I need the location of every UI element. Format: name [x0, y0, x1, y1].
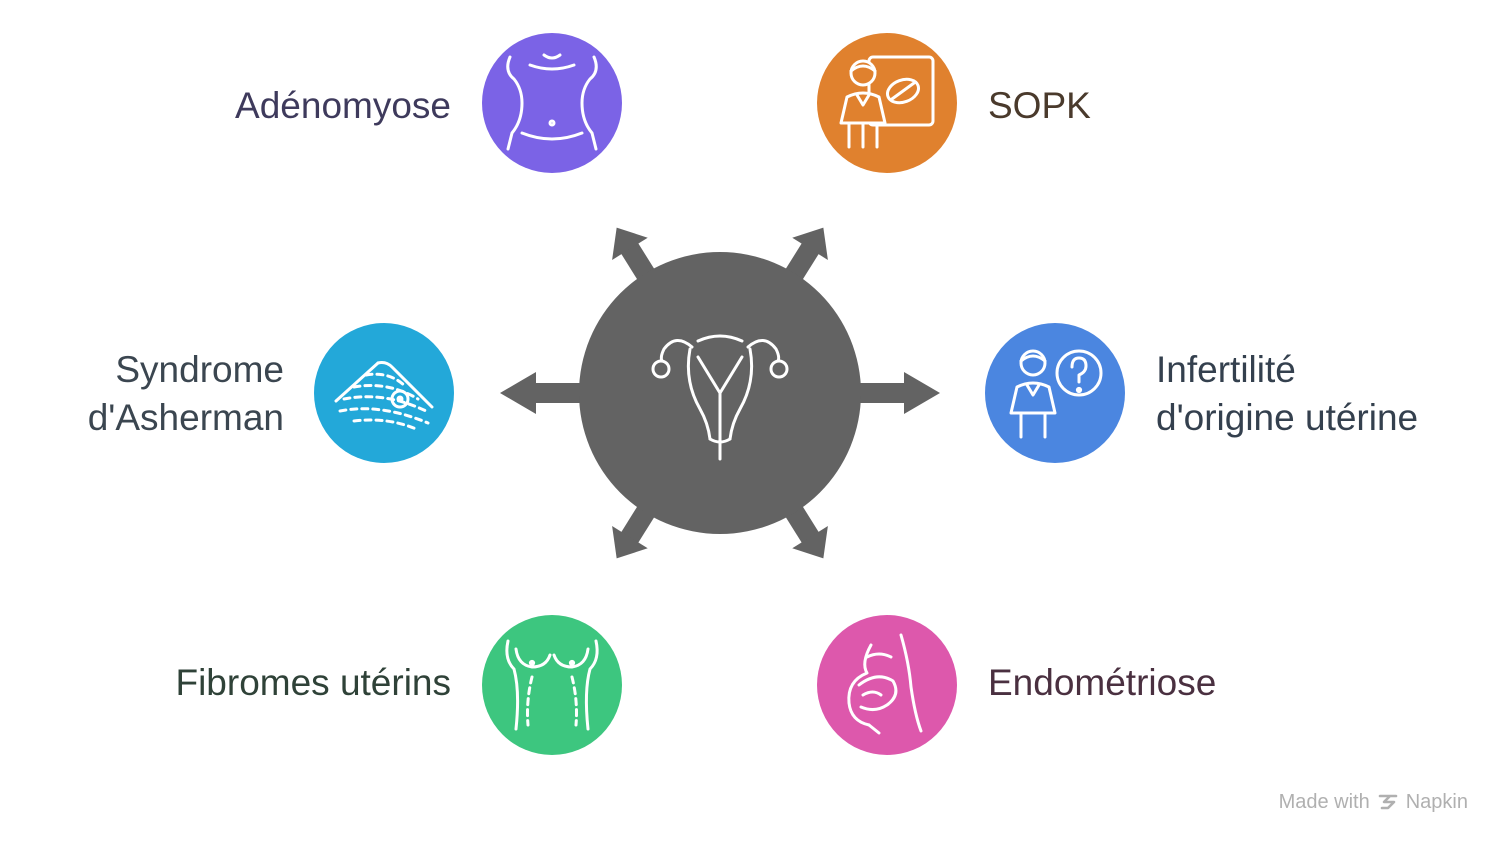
- label-fibromes-line-1: Fibromes utérins: [175, 662, 451, 703]
- label-adenomyose: Adénomyose: [235, 82, 451, 130]
- node-endometriose-circle: [817, 615, 957, 755]
- label-infertilite-line-1: Infertilité: [1156, 349, 1296, 390]
- label-asherman: Syndrome d'Asherman: [88, 346, 284, 442]
- label-asherman-line-2: d'Asherman: [87, 397, 284, 438]
- arrow-adenomyose: [612, 227, 656, 282]
- arrows: [500, 227, 940, 559]
- node-fibromes-circle: [482, 615, 622, 755]
- arrow-fibromes: [612, 504, 656, 559]
- arrow-endometriose: [784, 504, 828, 559]
- made-with-napkin-footer[interactable]: Made with Napkin: [1279, 788, 1468, 816]
- label-endometriose: Endométriose: [988, 659, 1216, 707]
- arrow-sopk: [784, 227, 828, 282]
- doctor-ovary-board-icon: [839, 55, 935, 149]
- arrow-asherman: [500, 372, 582, 414]
- node-sopk-circle: [817, 33, 957, 173]
- arrow-infertilite: [858, 372, 940, 414]
- label-infertilite: Infertilité d'origine utérine: [1156, 346, 1418, 442]
- napkin-brand-text: Napkin: [1405, 791, 1468, 813]
- pregnant-belly-icon: [847, 633, 923, 735]
- label-sopk: SOPK: [988, 82, 1091, 130]
- label-sopk-line-1: SOPK: [988, 85, 1091, 126]
- person-question-icon: [1009, 349, 1103, 439]
- label-asherman-line-1: Syndrome: [115, 349, 284, 390]
- made-with-text: Made with: [1278, 791, 1370, 813]
- label-adenomyose-line-1: Adénomyose: [235, 85, 451, 126]
- label-endometriose-line-1: Endométriose: [988, 662, 1217, 703]
- abdomen-icon: [506, 53, 598, 151]
- label-fibromes: Fibromes utérins: [175, 659, 451, 707]
- ultrasound-scan-icon: [334, 361, 434, 431]
- node-adenomyose-circle: [482, 33, 622, 173]
- node-infertilite-circle: [985, 323, 1125, 463]
- label-infertilite-line-2: d'origine utérine: [1156, 397, 1419, 438]
- uterus-icon: [651, 334, 789, 461]
- napkin-logo-icon: [1378, 794, 1398, 810]
- torso-incision-icon: [505, 639, 599, 731]
- node-asherman-circle: [314, 323, 454, 463]
